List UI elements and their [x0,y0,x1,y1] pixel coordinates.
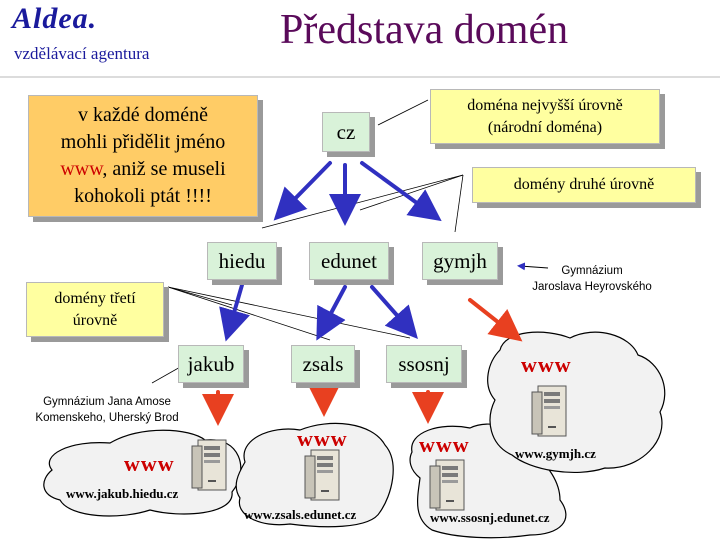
node-hiedu: hiedu [207,242,277,280]
www-label-ssosnj: www [419,432,470,458]
url-jakub: www.jakub.hiedu.cz [66,486,178,502]
callout-line-4: kohokoli ptát !!!! [60,183,225,210]
server-icon [428,458,474,514]
label-top-level-domain: doména nejvyšší úrovně (národní doména) [430,89,660,144]
www-label-jakub: www [124,451,175,477]
annotation-jakub-line-1: Gymnázium Jana Amose [22,394,192,410]
label-third-level-domains: domény třetí úrovně [26,282,164,337]
callout-note: v každé doméně mohli přidělit jméno www,… [28,95,258,217]
annotation-gymjh: Gymnázium Jaroslava Heyrovského [512,263,672,295]
label-second-level-text: domény druhé úrovně [514,174,654,196]
label-third-level-line-2: úrovně [54,310,135,332]
node-edunet: edunet [309,242,389,280]
node-jakub: jakub [178,345,244,383]
server-icon [303,448,349,504]
url-ssosnj: www.ssosnj.edunet.cz [430,510,550,526]
callout-www: www [60,158,102,180]
label-top-level-line-1: doména nejvyšší úrovně [467,95,623,117]
label-second-level-domains: domény druhé úrovně [472,167,696,203]
node-cz: cz [322,112,370,152]
server-icon [190,438,236,494]
node-zsals: zsals [291,345,355,383]
callout-line-2: mohli přidělit jméno [60,129,225,156]
annotation-jakub-line-2: Komenskeho, Uherský Brod [22,410,192,426]
url-zsals: www.zsals.edunet.cz [244,507,356,523]
callout-line-3-rest: , aniž se museli [102,158,225,180]
www-label-gymjh: www [521,352,572,378]
annotation-gymjh-line-2: Jaroslava Heyrovského [512,279,672,295]
node-ssosnj: ssosnj [386,345,462,383]
server-icon [530,384,576,440]
callout-line-3: www, aniž se museli [60,156,225,183]
callout-line-1: v každé doméně [60,102,225,129]
node-gymjh: gymjh [422,242,498,280]
label-top-level-line-2: (národní doména) [467,117,623,139]
annotation-jakub: Gymnázium Jana Amose Komenskeho, Uherský… [22,394,192,426]
label-third-level-line-1: domény třetí [54,288,135,310]
url-gymjh: www.gymjh.cz [515,446,596,462]
annotation-gymjh-line-1: Gymnázium [512,263,672,279]
www-label-zsals: www [297,426,348,452]
